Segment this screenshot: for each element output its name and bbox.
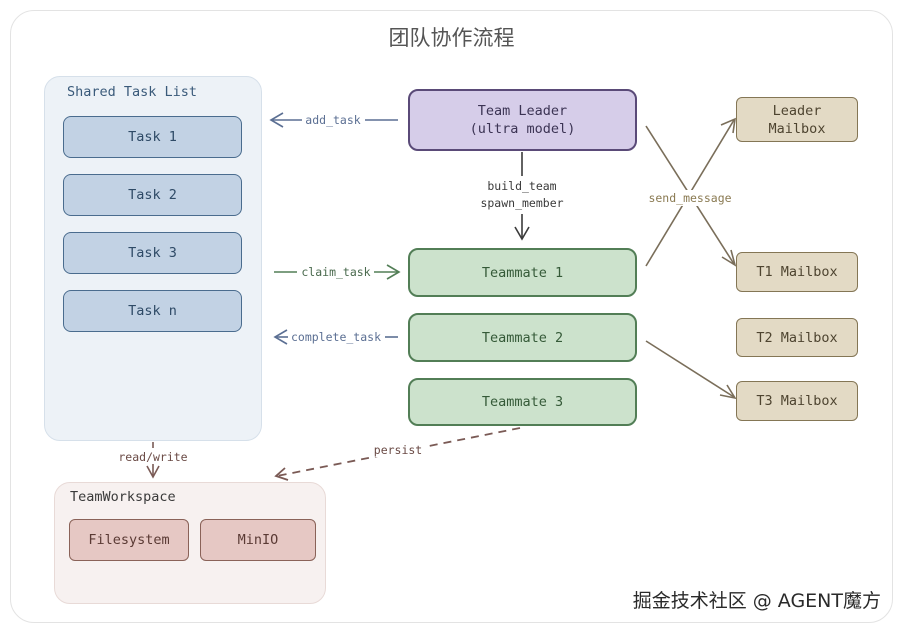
diagram-title: 团队协作流程 [388, 26, 515, 50]
filesystem-box[interactable]: Filesystem [69, 519, 189, 561]
teammate-2-box[interactable]: Teammate 2 [408, 313, 637, 362]
build-team-edge [514, 152, 530, 241]
teammate2-to-t3-edge [645, 340, 737, 400]
shared-task-list-label: Shared Task List [67, 84, 198, 100]
spawn-member-label: spawn_member [480, 196, 563, 210]
persist-label-bg [372, 442, 424, 457]
task-1[interactable]: Task 1 [63, 116, 242, 158]
claim-task-edge [274, 264, 401, 280]
claim-task-label: claim_task [301, 265, 370, 279]
task-n[interactable]: Task n [63, 290, 242, 332]
minio-box[interactable]: MinIO [200, 519, 316, 561]
persist-edge [274, 427, 521, 481]
add-task-label: add_task [305, 113, 360, 127]
t1-mailbox[interactable]: T1 Mailbox [736, 252, 858, 292]
add-task-edge [269, 112, 398, 128]
send-message-label-bg [648, 190, 734, 206]
t3-mailbox[interactable]: T3 Mailbox [736, 381, 858, 421]
team-leader-box[interactable]: Team Leader (ultra model) [408, 89, 637, 151]
diagram-frame [10, 10, 893, 623]
read-write-edge [146, 442, 160, 479]
read-write-label: read/write [118, 450, 187, 464]
watermark: 掘金技术社区 @ AGENT魔方 [632, 590, 881, 612]
team-workspace-label: TeamWorkspace [70, 489, 176, 505]
send-message-label: send_message [648, 191, 731, 205]
task-2[interactable]: Task 2 [63, 174, 242, 216]
complete-task-label: complete_task [291, 330, 381, 344]
teammate-1-box[interactable]: Teammate 1 [408, 248, 637, 297]
teammate-3-box[interactable]: Teammate 3 [408, 378, 637, 426]
build-team-label: build_team [487, 179, 556, 193]
task-3[interactable]: Task 3 [63, 232, 242, 274]
persist-label: persist [374, 443, 422, 457]
complete-task-edge [273, 329, 398, 345]
t2-mailbox[interactable]: T2 Mailbox [736, 318, 858, 357]
leader-mailbox[interactable]: Leader Mailbox [736, 97, 858, 142]
